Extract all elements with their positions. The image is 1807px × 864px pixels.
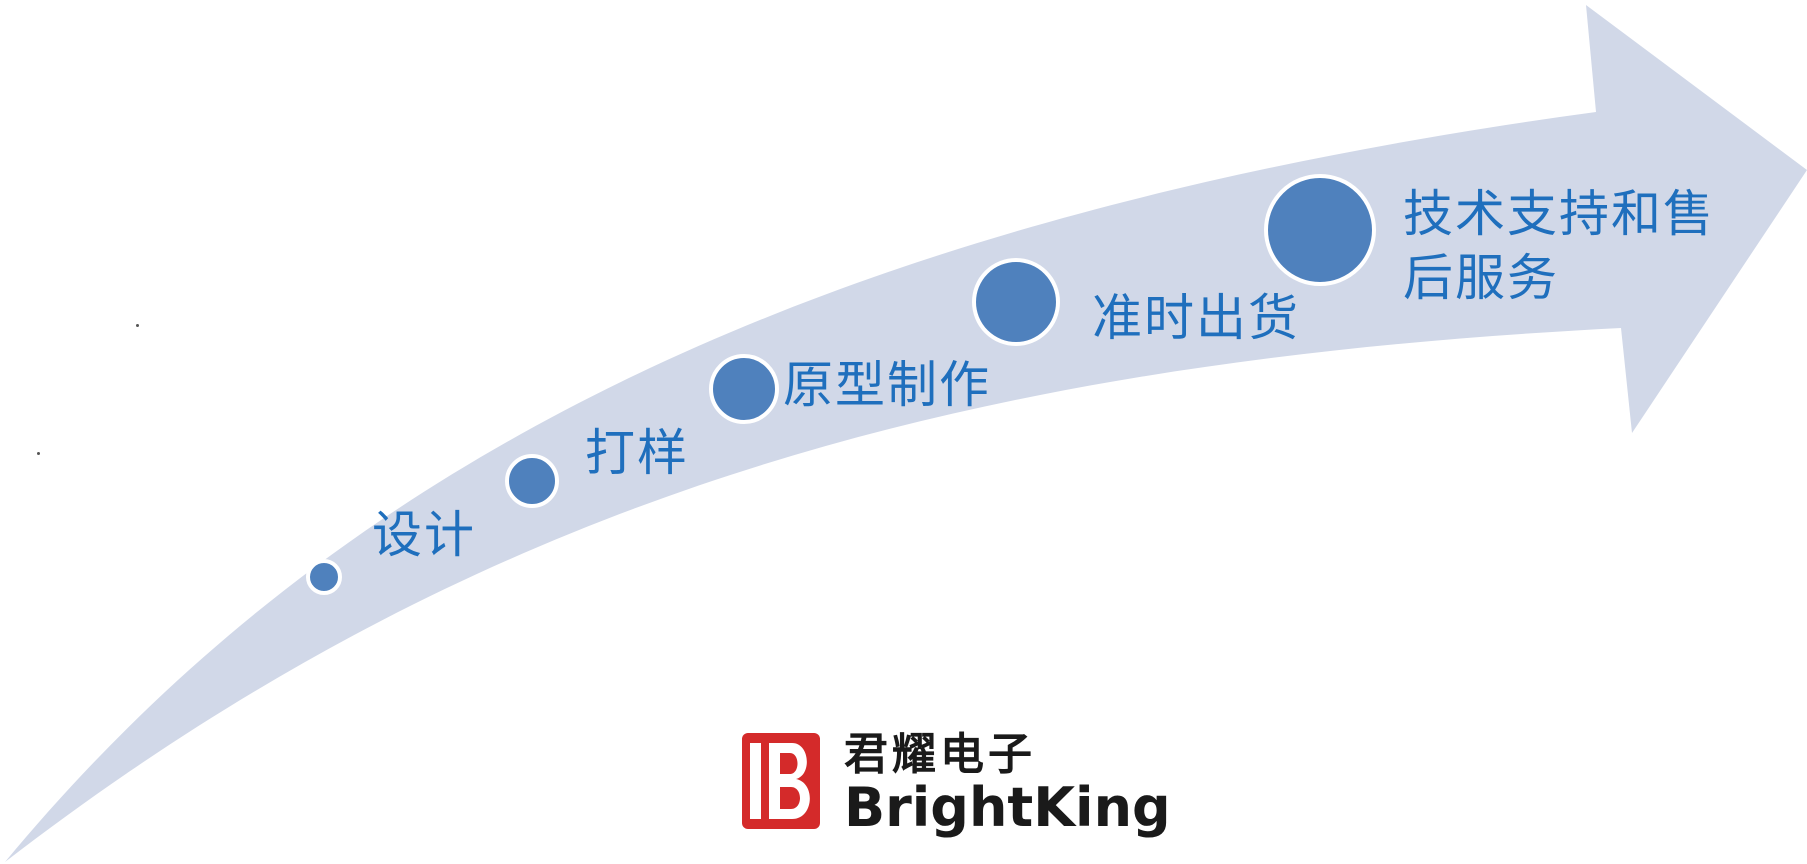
node-prototype: [709, 354, 779, 424]
logo-name-cn: 君耀电子: [844, 729, 1036, 780]
node-sampling: [505, 454, 559, 508]
step-label-design: 设计: [372, 506, 476, 564]
stray-dot-2: [37, 452, 40, 455]
stray-dot-1: [136, 324, 139, 327]
step-label-prototype: 原型制作: [783, 356, 991, 414]
logo-name-en: BrightKing: [844, 776, 1171, 839]
brightking-logo: 君耀电子 BrightKing: [742, 729, 1171, 840]
step-label-support-line1: 技术支持和售: [1403, 185, 1715, 243]
step-label-support-line2: 后服务: [1403, 249, 1559, 307]
brightking-logo-mark: [742, 733, 820, 829]
step-label-sampling: 打样: [585, 424, 689, 482]
step-label-on-time-delivery: 准时出货: [1092, 289, 1300, 347]
node-support: [1264, 174, 1376, 286]
node-on-time-delivery: [972, 258, 1060, 346]
node-design: [306, 559, 342, 595]
nodes-layer: [306, 174, 1376, 595]
